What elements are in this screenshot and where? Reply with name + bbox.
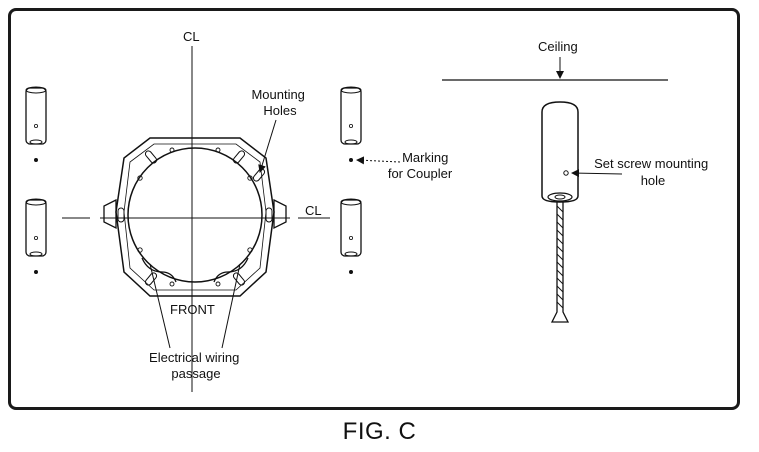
figure-frame (8, 8, 740, 410)
mounting-bolt (550, 202, 570, 323)
set-screw-leader (571, 169, 623, 178)
coupler-tube-top-left (25, 86, 47, 162)
coupler-tube-bottom-left (25, 198, 47, 274)
mounting-holes-label: Mounting Holes (251, 87, 308, 118)
wiring-passage-label: Electrical wiring passage (149, 350, 243, 381)
ceiling-label: Ceiling (538, 39, 578, 54)
wiring-leader-right (221, 263, 241, 349)
coupler-mark-label: Marking for Coupler (388, 150, 453, 181)
coupler-tube-top-right (340, 86, 362, 162)
figure-caption: FIG. C (342, 418, 417, 445)
downrod-coupler (541, 101, 579, 203)
coupler-tube-bottom-right (340, 198, 362, 274)
coupler-mark-leader (356, 156, 401, 165)
wiring-leader-left (149, 263, 171, 349)
horizontal-centerline-label: CL (305, 203, 322, 218)
set-screw-hole (563, 170, 569, 176)
coupler-mark-dot (349, 158, 353, 162)
vertical-centerline-label: CL (183, 29, 200, 44)
mounting-holes-leader (258, 119, 277, 173)
front-label: FRONT (170, 302, 215, 317)
set-screw-label: Set screw mounting hole (594, 156, 712, 188)
mounting-bracket (103, 137, 287, 297)
